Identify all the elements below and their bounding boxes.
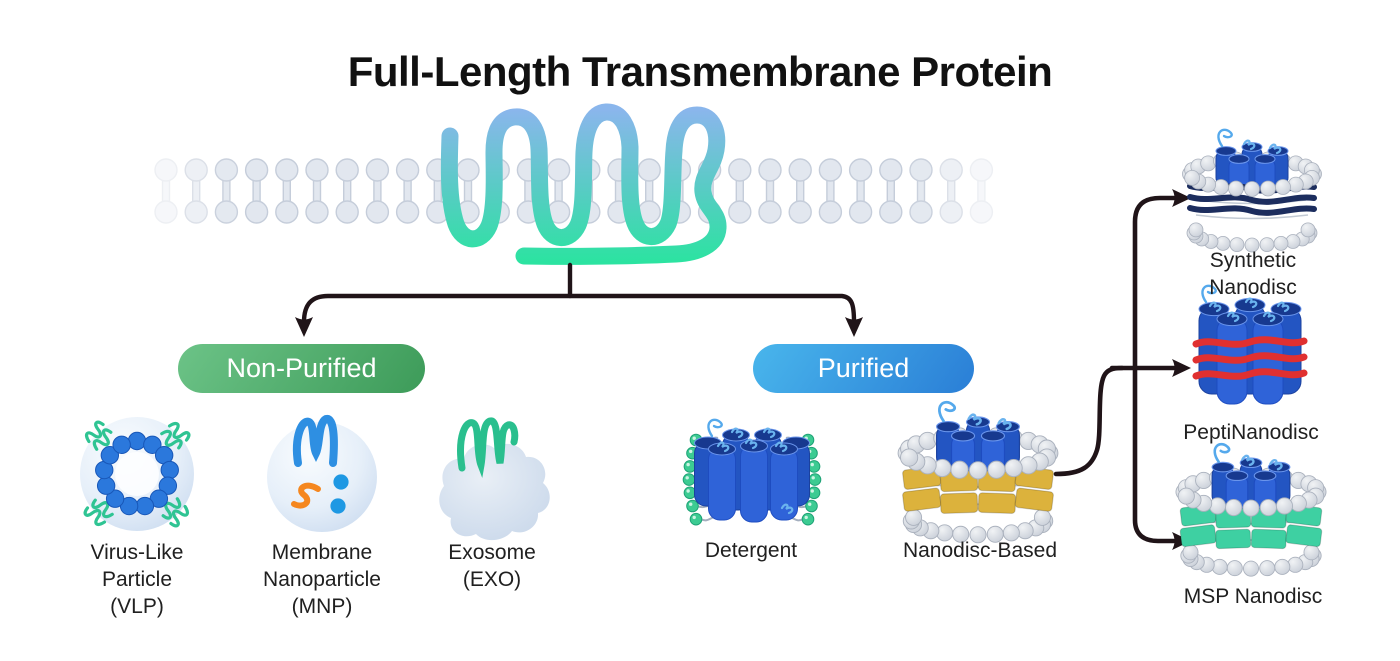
lipid-molecule [939, 158, 963, 224]
non-purified-pill: Non-Purified [178, 344, 425, 393]
arrowhead-pepti [1172, 359, 1191, 377]
lipid-molecule [365, 158, 390, 224]
mnp-cargo-squiggle [291, 482, 321, 509]
lipid-molecule [969, 158, 994, 224]
synthetic-nanodisc-icon [1182, 128, 1322, 253]
purified-label: Purified [817, 353, 910, 383]
pepti-nanodisc-icon [1192, 284, 1308, 405]
vlp-caption: Virus-Like Particle (VLP) [90, 541, 184, 618]
exosome-body [439, 443, 550, 541]
lipid-molecule [335, 158, 359, 224]
lipid-molecule [728, 158, 752, 224]
arrowhead-purified [845, 317, 863, 337]
lipid-molecule [184, 158, 208, 224]
synthetic-nanodisc-caption: Synthetic Nanodisc [1209, 249, 1297, 299]
vlp-icon [80, 417, 194, 531]
lipid-bilayer-membrane [154, 158, 994, 224]
vlp-lumen [115, 452, 159, 496]
branch-horizontal [301, 293, 857, 325]
transmembrane-protein [440, 103, 727, 265]
branch-arrows [295, 262, 863, 337]
lipid-molecule [395, 158, 420, 224]
purified-pill: Purified [753, 344, 974, 393]
vlp-capsid-ring [95, 431, 179, 516]
nanodisc-arrows [1053, 189, 1191, 550]
nanodisc-based-icon [897, 400, 1059, 544]
nanodisc-arrow-scurve [1053, 365, 1125, 477]
lipid-molecule [275, 158, 299, 224]
page-title: Full-Length Transmembrane Protein [347, 48, 1053, 95]
msp-nanodisc-icon [1175, 442, 1327, 577]
lipid-molecule [244, 158, 269, 224]
lipid-molecule [758, 158, 782, 224]
vlp-spike-proteins [83, 420, 191, 528]
arrowhead-synthetic [1172, 189, 1191, 207]
detergent-protein-helices [694, 418, 810, 523]
msp-nanodisc-caption: MSP Nanodisc [1183, 585, 1323, 608]
mnp-dot [333, 474, 349, 490]
detergent-icon [682, 418, 822, 526]
pepti-nanodisc-caption: PeptiNanodisc [1183, 421, 1319, 444]
pepti-peptide-bands [1192, 336, 1308, 380]
exosome-caption: Exosome (EXO) [448, 541, 536, 591]
lipid-molecule [879, 158, 903, 224]
arrowhead-non-purified [295, 317, 313, 337]
mnp-dot [330, 498, 346, 514]
non-purified-label: Non-Purified [226, 353, 377, 383]
lipid-molecule [214, 158, 239, 224]
exosome-icon [439, 417, 550, 541]
mnp-membrane-protein [293, 415, 338, 467]
nanodisc-based-caption: Nanodisc-Based [902, 539, 1058, 562]
nanodisc-arrow-trunk [1132, 195, 1177, 544]
lipid-molecule [909, 158, 933, 224]
lipid-molecule [788, 158, 812, 224]
detergent-caption: Detergent [704, 539, 798, 562]
lipid-molecule [426, 158, 450, 224]
mnp-caption: Membrane Nanoparticle (MNP) [263, 541, 381, 618]
lipid-molecule [305, 158, 329, 224]
lipid-molecule [848, 158, 873, 224]
exosome-protein-squiggle [457, 417, 519, 479]
mnp-icon [267, 415, 377, 532]
lipid-molecule [546, 158, 571, 224]
lipid-molecule [637, 158, 661, 224]
lipid-molecule [154, 158, 178, 224]
lipid-molecule [818, 158, 843, 224]
